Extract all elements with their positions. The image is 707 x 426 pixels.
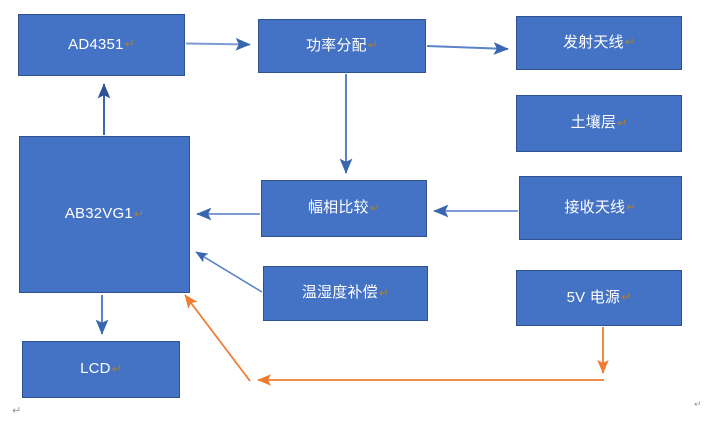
node-ab32vg1[interactable]: AB32VG1↵ [19, 136, 190, 293]
node-soil-layer[interactable]: 土壤层↵ [516, 95, 682, 152]
pilcrow-mark: ↵ [369, 200, 381, 215]
node-temp-humidity-comp-label: 温湿度补偿 [301, 284, 378, 302]
pilcrow-mark: ↵ [617, 115, 628, 130]
paragraph-mark-left: ↵ [12, 405, 22, 417]
node-soil-layer-label: 土壤层 [570, 114, 617, 132]
pilcrow-mark: ↵ [124, 37, 135, 52]
node-tx-antenna-label: 发射天线 [562, 33, 624, 51]
node-tx-antenna[interactable]: 发射天线↵ [516, 16, 682, 70]
node-lcd-label: LCD [80, 360, 111, 378]
node-ab32vg1-label: AB32VG1 [64, 205, 133, 223]
pilcrow-mark: ↵ [621, 290, 632, 305]
node-power-split[interactable]: 功率分配↵ [258, 19, 426, 73]
edge-power-split-to-tx-antenna [426, 42, 509, 55]
node-power-5v[interactable]: 5V 电源↵ [516, 270, 682, 326]
pilcrow-mark: ↵ [111, 361, 122, 376]
edge-ad4351-to-power-split [185, 37, 251, 51]
node-rx-antenna[interactable]: 接收天线↵ [519, 176, 682, 240]
edge-temp-humidity-to-ab32vg1 [195, 251, 263, 293]
paragraph-mark-right: ↵ [694, 399, 702, 409]
node-ad4351[interactable]: AD4351↵ [18, 14, 185, 76]
edge-power-bus-to-ab32vg1 [184, 294, 251, 382]
node-power-5v-label: 5V 电源 [566, 288, 621, 306]
pilcrow-mark: ↵ [367, 38, 379, 53]
pilcrow-mark: ↵ [133, 206, 145, 221]
node-temp-humidity-comp[interactable]: 温湿度补偿↵ [263, 266, 428, 321]
pilcrow-mark: ↵ [626, 200, 637, 215]
node-ad4351-label: AD4351 [68, 35, 124, 53]
pilcrow-mark: ↵ [624, 35, 636, 50]
node-rx-antenna-label: 接收天线 [564, 198, 626, 216]
node-amp-phase-compare[interactable]: 幅相比较↵ [261, 180, 427, 237]
node-lcd[interactable]: LCD↵ [22, 341, 180, 398]
node-amp-phase-compare-label: 幅相比较 [307, 199, 369, 217]
pilcrow-mark: ↵ [378, 285, 390, 300]
node-power-split-label: 功率分配 [305, 36, 367, 54]
